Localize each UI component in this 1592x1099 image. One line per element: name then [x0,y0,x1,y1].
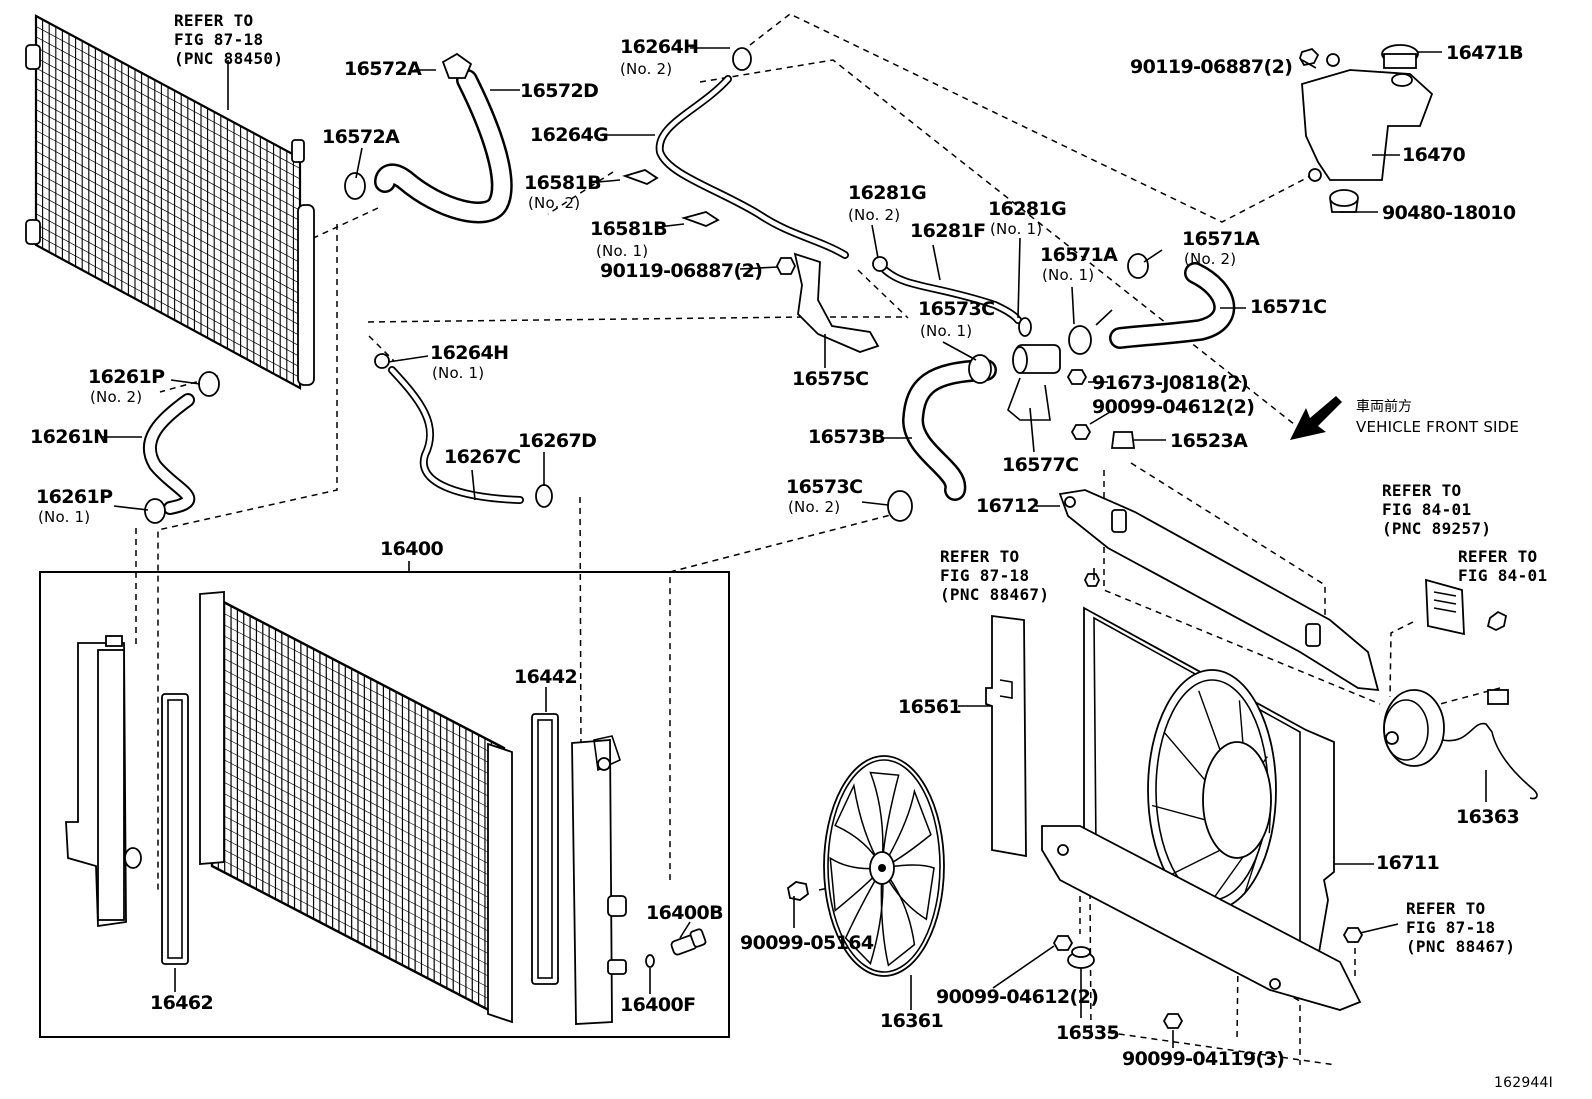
label-16572A-top[interactable]: 16572A [344,58,422,80]
label-16571A-1-sub: (No. 1) [1042,266,1095,284]
label-16581B-1[interactable]: 16581B [590,218,668,240]
label-16581B-1-sub: (No. 1) [596,242,649,260]
label-90480-18010[interactable]: 90480-18010 [1382,202,1516,224]
radiator-gasket-right [531,713,559,985]
radiator-core [199,591,513,1024]
label-16261P-1-sub: (No. 1) [38,508,91,526]
refer-condenser: REFER TO FIG 87-18 (PNC 88450) [174,11,284,68]
radiator-assembly-box [39,571,730,1038]
label-16267D[interactable]: 16267D [518,430,597,452]
label-16572D[interactable]: 16572D [520,80,599,102]
label-16361[interactable]: 16361 [880,1010,944,1032]
vehicle-front-arrow [1290,396,1342,440]
label-16571C[interactable]: 16571C [1250,296,1327,318]
label-16575C[interactable]: 16575C [792,368,869,390]
refer-shroud-right: REFER TO FIG 87-18 (PNC 88467) [1406,899,1516,956]
cooling-fan [823,755,945,977]
label-16573C-1-sub: (No. 1) [920,322,973,340]
label-90119-06887-mid[interactable]: 90119-06887(2) [600,260,763,282]
label-16261P-2[interactable]: 16261P [88,366,165,388]
label-16573B[interactable]: 16573B [808,426,886,448]
relay-connector [1425,578,1508,636]
label-16572A-mid[interactable]: 16572A [322,126,400,148]
label-16281F[interactable]: 16281F [910,220,986,242]
figure-id: 162944I [1494,1075,1553,1091]
label-16264G[interactable]: 16264G [530,124,609,146]
label-90119-06887-top[interactable]: 90119-06887(2) [1130,56,1293,78]
bracket-16575C [793,252,880,353]
lower-support [1041,825,1362,1011]
label-16571A-1[interactable]: 16571A [1040,244,1118,266]
reservoir-tank [1301,44,1434,213]
condenser-assembly [25,14,315,390]
label-16581B-2[interactable]: 16581B [524,172,602,194]
label-91673-J0818[interactable]: 91673-J0818(2) [1092,372,1249,394]
hose-clamps [144,47,1149,524]
label-16442[interactable]: 16442 [514,666,578,688]
label-16470[interactable]: 16470 [1402,144,1466,166]
label-90099-04612-top[interactable]: 90099-04612(2) [1092,396,1255,418]
water-outlet [1007,344,1061,421]
label-16571A-2-sub: (No. 2) [1184,250,1237,268]
label-16281G-1[interactable]: 16281G [988,198,1067,220]
label-16264H-top-sub: (No. 2) [620,60,673,78]
upper-support [1058,489,1380,692]
fan-motor [1383,689,1538,800]
label-16261P-1[interactable]: 16261P [36,486,113,508]
label-90099-05164[interactable]: 90099-05164 [740,932,874,954]
fasteners [775,47,1364,1029]
label-16400[interactable]: 16400 [380,538,444,560]
drain-cock [645,928,707,968]
label-16462[interactable]: 16462 [150,992,214,1014]
label-16571A-2[interactable]: 16571A [1182,228,1260,250]
label-16471B[interactable]: 16471B [1446,42,1524,64]
fan-nut [787,881,809,901]
label-16400B[interactable]: 16400B [646,902,724,924]
label-16573C-1[interactable]: 16573C [918,298,995,320]
leader-lines [100,47,1487,1048]
label-16577C[interactable]: 16577C [1002,454,1079,476]
label-16573C-2-sub: (No. 2) [788,498,841,516]
label-16400F[interactable]: 16400F [620,994,696,1016]
vehicle-front-side-label: VEHICLE FRONT SIDE [1356,418,1520,436]
label-90099-04612-bot[interactable]: 90099-04612(2) [936,986,1099,1008]
refer-shroud-left: REFER TO FIG 87-18 (PNC 88467) [940,547,1050,604]
label-16535[interactable]: 16535 [1056,1022,1120,1044]
label-16581B-2-sub: (No. 2) [528,194,581,212]
label-16261N[interactable]: 16261N [30,426,109,448]
radiator-gasket-left [161,693,189,965]
vehicle-front-jp: 車両前方 [1356,399,1412,415]
label-16264H-top[interactable]: 16264H [620,36,699,58]
label-16712[interactable]: 16712 [976,495,1040,517]
label-90099-04119[interactable]: 90099-04119(3) [1122,1048,1285,1070]
label-16363[interactable]: 16363 [1456,806,1520,828]
label-16264H-mid[interactable]: 16264H [430,342,509,364]
radiator-right-tank [571,735,627,1025]
label-16264H-mid-sub: (No. 1) [432,364,485,382]
refer-bolt: REFER TO FIG 84-01 [1458,547,1548,585]
label-16281G-2[interactable]: 16281G [848,182,927,204]
label-16261P-2-sub: (No. 2) [90,388,143,406]
radiator-hoses [374,69,1236,501]
label-16573C-2[interactable]: 16573C [786,476,863,498]
label-16523A[interactable]: 16523A [1170,430,1248,452]
label-16561[interactable]: 16561 [898,696,962,718]
label-16711[interactable]: 16711 [1376,852,1440,874]
air-deflector [985,614,1027,858]
label-16281G-1-sub: (No. 1) [990,220,1043,238]
label-16281G-2-sub: (No. 2) [848,206,901,224]
radiator-left-tank [65,635,142,928]
refer-relay: REFER TO FIG 84-01 (PNC 89257) [1382,481,1492,538]
label-16267C[interactable]: 16267C [444,446,521,468]
